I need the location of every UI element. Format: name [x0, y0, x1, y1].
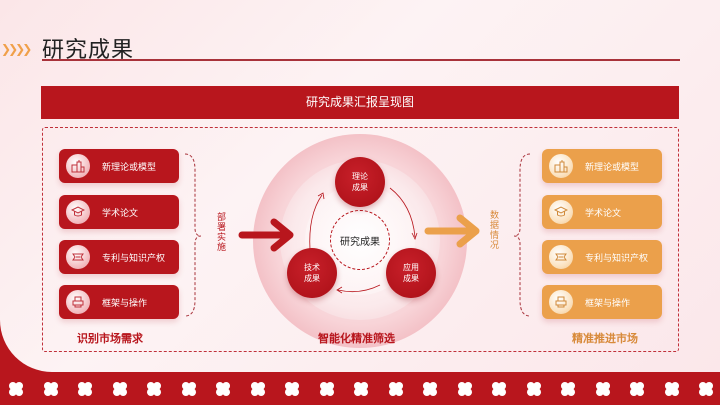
node-line: 成果: [304, 274, 320, 283]
left-card-framework[interactable]: 框架与操作: [59, 285, 179, 319]
card-label: 框架与操作: [102, 298, 148, 309]
card-label: 新理论或模型: [102, 162, 157, 173]
left-card-theory-model[interactable]: 新理论或模型: [59, 149, 179, 183]
card-label: 新理论或模型: [585, 162, 640, 173]
clover-icon: [664, 381, 679, 397]
graduation-cap-icon: [66, 200, 90, 224]
clover-icon: [491, 381, 507, 397]
clover-icon: [388, 381, 403, 397]
patent-icon: [66, 245, 90, 269]
card-label: 框架与操作: [585, 298, 631, 309]
clover-icon: [112, 381, 127, 397]
node-line: 成果: [352, 183, 368, 192]
clover-icon: [284, 381, 300, 397]
diagram-banner: 研究成果汇报呈现图: [41, 86, 679, 119]
clover-icon: [457, 381, 472, 397]
right-connector-label: 数据情况: [488, 210, 498, 250]
clover-icon: [43, 381, 58, 397]
right-card-framework[interactable]: 框架与操作: [542, 285, 662, 319]
node-application-results[interactable]: 应用 成果: [386, 248, 436, 298]
clover-icon: [629, 381, 645, 397]
card-label: 专利与知识产权: [585, 253, 649, 264]
clover-icon: [560, 381, 576, 397]
right-caption: 精准推进市场: [572, 332, 638, 345]
right-card-papers[interactable]: 学术论文: [542, 195, 662, 229]
clover-icon: [353, 381, 369, 397]
core-research-results: 研究成果: [330, 210, 390, 270]
title-underline: [42, 59, 680, 61]
node-line: 应用: [403, 263, 419, 272]
card-label: 学术论文: [102, 208, 139, 219]
card-label: 学术论文: [585, 208, 622, 219]
red-arrow-icon: [238, 218, 294, 252]
printer-icon: [549, 290, 573, 314]
node-line: 成果: [403, 274, 419, 283]
chevron-right-icon: ❯❯❯❯: [1, 42, 32, 56]
patent-icon: [549, 245, 573, 269]
clover-icon: [77, 381, 93, 397]
left-connector-label: 部署实施: [215, 212, 225, 252]
clover-icon: [181, 381, 196, 397]
clover-icon: [215, 381, 231, 397]
core-label: 研究成果: [340, 236, 380, 248]
left-caption: 识别市场需求: [77, 332, 143, 345]
page-title: 研究成果: [42, 38, 135, 63]
node-theory-results[interactable]: 理论 成果: [335, 157, 385, 207]
right-card-patents[interactable]: 专利与知识产权: [542, 240, 662, 274]
graduation-cap-icon: [549, 200, 573, 224]
right-bracket: [513, 153, 531, 317]
left-card-patents[interactable]: 专利与知识产权: [59, 240, 179, 274]
cycle-arrows: [309, 187, 418, 294]
clover-icon: [8, 381, 24, 397]
clover-icon: [526, 381, 541, 397]
buildings-icon: [549, 154, 573, 178]
clover-icon: [422, 381, 438, 397]
node-line: 理论: [352, 172, 368, 181]
diagram-frame: [42, 127, 679, 352]
left-bracket: [184, 153, 202, 317]
buildings-icon: [66, 154, 90, 178]
left-card-papers[interactable]: 学术论文: [59, 195, 179, 229]
clover-icon: [250, 381, 265, 397]
card-label: 专利与知识产权: [102, 253, 166, 264]
clover-icon: [146, 381, 162, 397]
clover-icon: [698, 381, 714, 397]
clover-icon: [595, 381, 610, 397]
printer-icon: [66, 290, 90, 314]
node-line: 技术: [304, 263, 320, 272]
header: ❯❯❯❯ 研究成果: [0, 28, 720, 64]
right-card-theory-model[interactable]: 新理论或模型: [542, 149, 662, 183]
clover-icon: [319, 381, 334, 397]
node-technology-results[interactable]: 技术 成果: [287, 248, 337, 298]
orange-arrow-icon: [424, 214, 480, 248]
center-caption: 智能化精准筛选: [318, 332, 395, 345]
